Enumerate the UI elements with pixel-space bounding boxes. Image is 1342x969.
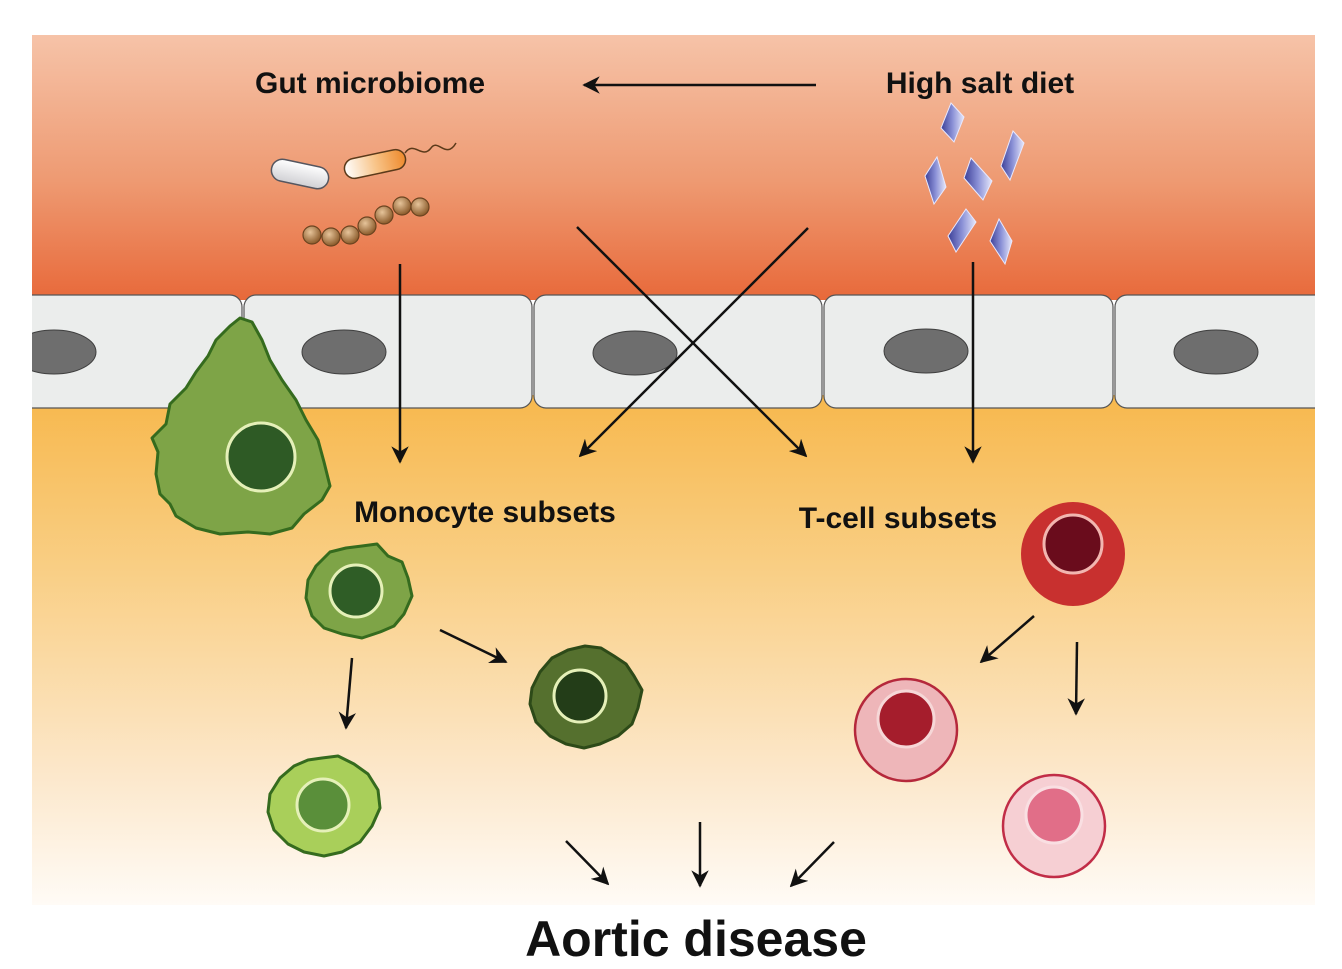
salt-to-monocyte-arrow <box>578 227 809 458</box>
salt-crystal-icon <box>947 208 977 253</box>
salt-crystal-icon <box>989 217 1013 266</box>
to-disease-arrow-right <box>789 841 835 888</box>
nucleus <box>301 329 387 375</box>
tcell-to-regulatory-arrow <box>1067 641 1085 716</box>
differentiation-arrows <box>338 615 1085 888</box>
bacteria-chain-icon <box>302 196 430 247</box>
monocyte-intermediate <box>528 644 644 750</box>
dendritic-cell <box>150 316 332 536</box>
label-gut-microbiome: Gut microbiome <box>255 67 485 100</box>
t-cell-effector <box>853 677 959 783</box>
salt-crystals <box>924 102 1025 266</box>
monocyte-to-intermediate-arrow <box>439 628 508 664</box>
epithelial-nuclei <box>11 328 1259 376</box>
monocyte-to-nonclassical-arrow <box>338 657 357 730</box>
salt-crystal-icon <box>1000 130 1025 182</box>
label-t-cell-subsets: T-cell subsets <box>799 502 997 535</box>
gut-lumen <box>32 35 1315 300</box>
to-disease-arrow-left <box>565 840 610 886</box>
salt-crystal-icon <box>940 102 965 143</box>
gut-bacteria <box>270 142 457 247</box>
monocyte-nonclassical <box>266 754 382 858</box>
t-cell-naive <box>1021 502 1125 606</box>
label-high-salt-diet: High salt diet <box>886 67 1074 100</box>
bacterium-rod-icon <box>270 158 330 190</box>
nucleus <box>1173 329 1259 375</box>
bacterium-flagellated-icon <box>343 148 407 180</box>
nucleus <box>883 328 969 374</box>
tcell-to-effector-arrow <box>979 615 1035 664</box>
label-aortic-disease: Aortic disease <box>525 911 867 967</box>
salt-crystal-icon <box>924 155 947 206</box>
microbiome-to-tcell-arrow <box>576 226 808 458</box>
epithelial-cell <box>823 294 1114 409</box>
salt-crystal-icon <box>963 157 993 201</box>
nucleus <box>592 330 678 376</box>
epithelial-layer <box>13 294 1331 409</box>
t-cell-regulatory <box>1001 773 1107 879</box>
monocyte-classical <box>304 542 414 640</box>
pathway-arrows <box>391 76 982 464</box>
epithelial-cell <box>533 294 823 409</box>
label-monocyte-subsets: Monocyte subsets <box>354 496 616 529</box>
